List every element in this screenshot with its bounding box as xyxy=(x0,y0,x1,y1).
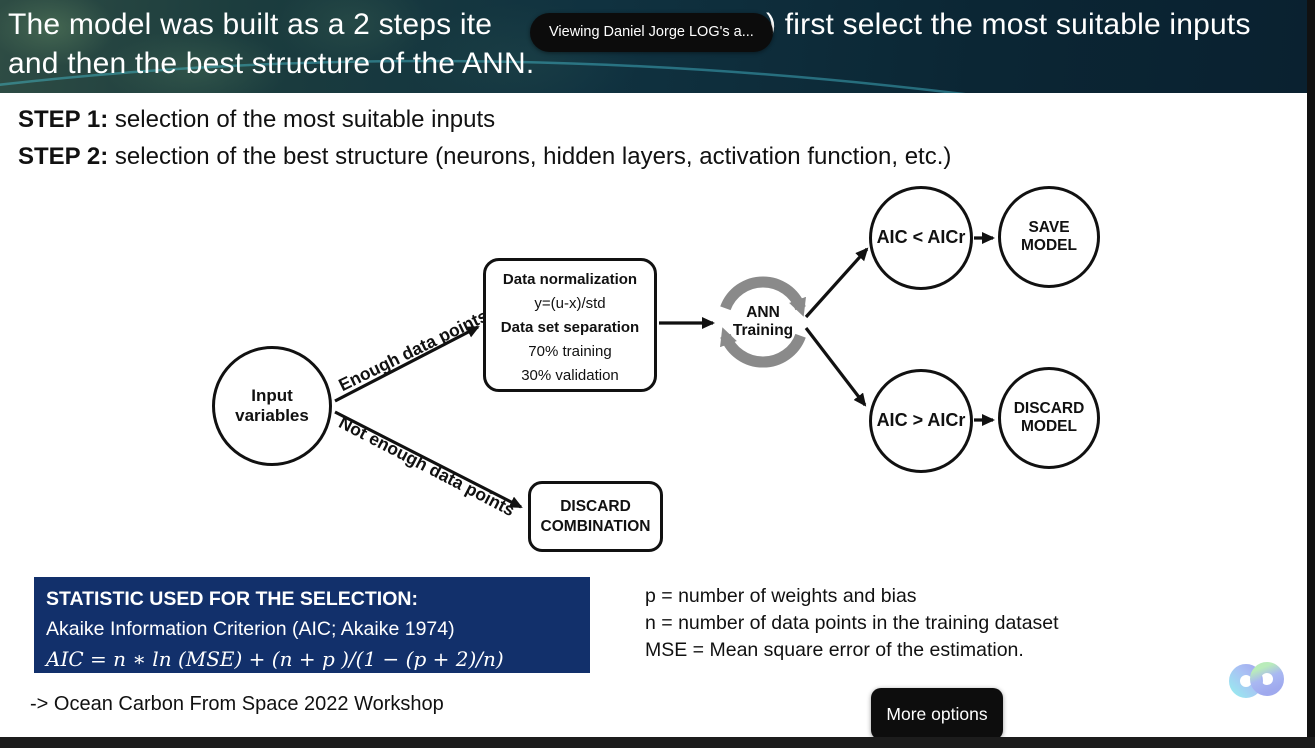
input-variables-line1: Input xyxy=(251,385,293,405)
slide-title-line1-right: ) first select the most suitable inputs xyxy=(766,8,1251,41)
slide-title-banner: The model was built as a 2 steps ite ) f… xyxy=(0,0,1307,93)
discard-combination-box: DISCARD COMBINATION xyxy=(528,481,663,552)
bottom-letterbox-bar xyxy=(0,737,1315,748)
definition-p: p = number of weights and bias xyxy=(645,585,917,607)
more-options-button[interactable]: More options xyxy=(871,688,1003,740)
variable-definitions: p = number of weights and bias n = numbe… xyxy=(645,583,1059,664)
step2-line: STEP 2: selection of the best structure … xyxy=(18,143,951,171)
step1-line: STEP 1: selection of the most suitable i… xyxy=(18,106,495,134)
data-normalization-box: Data normalization y=(u-x)/std Data set … xyxy=(483,258,657,392)
discard-model-line2: MODEL xyxy=(1021,418,1077,435)
definition-mse: MSE = Mean square error of the estimatio… xyxy=(645,639,1024,661)
viewing-status-pill[interactable]: Viewing Daniel Jorge LOG's a... xyxy=(530,13,773,52)
norm-line2: y=(u-x)/std xyxy=(534,295,606,312)
edge-label-not-enough-data: Not enough data points xyxy=(335,412,519,521)
norm-line5: 30% validation xyxy=(521,367,619,384)
norm-line4: 70% training xyxy=(528,343,612,360)
webex-logo-icon xyxy=(1229,662,1284,698)
definition-n: n = number of data points in the trainin… xyxy=(645,612,1059,634)
discard-combo-line1: DISCARD xyxy=(560,498,631,516)
input-variables-node: Input variables xyxy=(212,346,332,466)
input-variables-line2: variables xyxy=(235,406,309,425)
save-model-node: SAVE MODEL xyxy=(998,186,1100,288)
slide-content: STEP 1: selection of the most suitable i… xyxy=(0,93,1307,737)
step2-label: STEP 2: xyxy=(18,143,109,170)
ann-line2: Training xyxy=(732,322,794,339)
aic-formula: AIC = n ∗ ln (MSE) + (n + p )/(1 − (p + … xyxy=(46,647,504,671)
edge-label-enough-data: Enough data points xyxy=(335,305,491,396)
globe-arc-decoration xyxy=(0,59,966,93)
step2-text: selection of the best structure (neurons… xyxy=(108,143,952,170)
norm-line3: Data set separation xyxy=(500,319,640,336)
step1-label: STEP 1: xyxy=(18,106,109,133)
workshop-footnote: -> Ocean Carbon From Space 2022 Workshop xyxy=(30,693,444,715)
discard-combo-line2: COMBINATION xyxy=(540,517,651,535)
slide-title-line2: and then the best structure of the ANN. xyxy=(8,47,535,80)
right-letterbox-bar xyxy=(1307,0,1315,748)
aic-less-node: AIC < AICr xyxy=(869,186,973,290)
statistic-box: STATISTIC USED FOR THE SELECTION: Akaike… xyxy=(34,577,590,673)
statistic-subtitle: Akaike Information Criterion (AIC; Akaik… xyxy=(46,618,455,640)
save-line1: SAVE xyxy=(1028,218,1070,236)
step1-text: selection of the most suitable inputs xyxy=(108,106,496,133)
norm-line1: Data normalization xyxy=(502,271,638,288)
discard-model-line1: DISCARD xyxy=(1013,399,1085,417)
ann-line1: ANN xyxy=(746,303,780,321)
save-line2: MODEL xyxy=(1021,237,1077,254)
aic-greater-node: AIC > AICr xyxy=(869,369,973,473)
discard-model-node: DISCARD MODEL xyxy=(998,367,1100,469)
slide-title-line1-left: The model was built as a 2 steps ite xyxy=(8,8,493,41)
statistic-title: STATISTIC USED FOR THE SELECTION: xyxy=(46,588,418,610)
ann-training-node: ANN Training xyxy=(721,287,805,357)
